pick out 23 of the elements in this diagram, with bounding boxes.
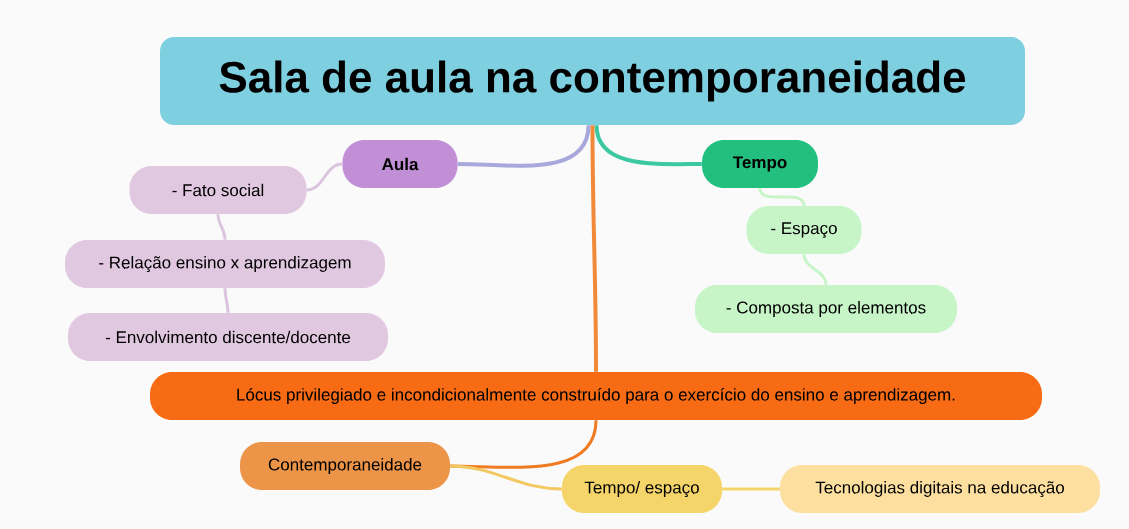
topic-box: Contemporaneidade xyxy=(240,442,450,490)
topic-box: Tempo xyxy=(702,140,818,188)
connector-line xyxy=(223,288,230,313)
title-box: Sala de aula na contemporaneidade xyxy=(160,37,1025,125)
connector-line xyxy=(306,162,343,192)
connector-line xyxy=(594,124,702,167)
topic-box: Lócus privilegiado e incondicionalmente construído para o exercício do ensino e aprendizagem. xyxy=(150,372,1042,420)
connector-line xyxy=(722,487,780,491)
connector-line xyxy=(216,214,227,240)
subtopic-box: - Fato social xyxy=(129,166,307,214)
subtopic-box: Tecnologias digitais na educação xyxy=(780,465,1100,513)
topic-box: Aula xyxy=(342,140,458,188)
connector-line xyxy=(802,254,828,285)
connector-line xyxy=(450,464,562,491)
connector-line xyxy=(758,187,806,207)
connector-line xyxy=(450,420,598,469)
subtopic-box: Tempo/ espaço xyxy=(562,465,722,513)
subtopic-box: - Espaço xyxy=(746,206,862,254)
subtopic-box: - Envolvimento discente/docente xyxy=(68,313,388,361)
subtopic-box: - Relação ensino x aprendizagem xyxy=(65,240,385,288)
connector-line xyxy=(590,125,598,372)
connector-line xyxy=(457,124,591,168)
subtopic-box: - Composta por elementos xyxy=(695,285,957,333)
